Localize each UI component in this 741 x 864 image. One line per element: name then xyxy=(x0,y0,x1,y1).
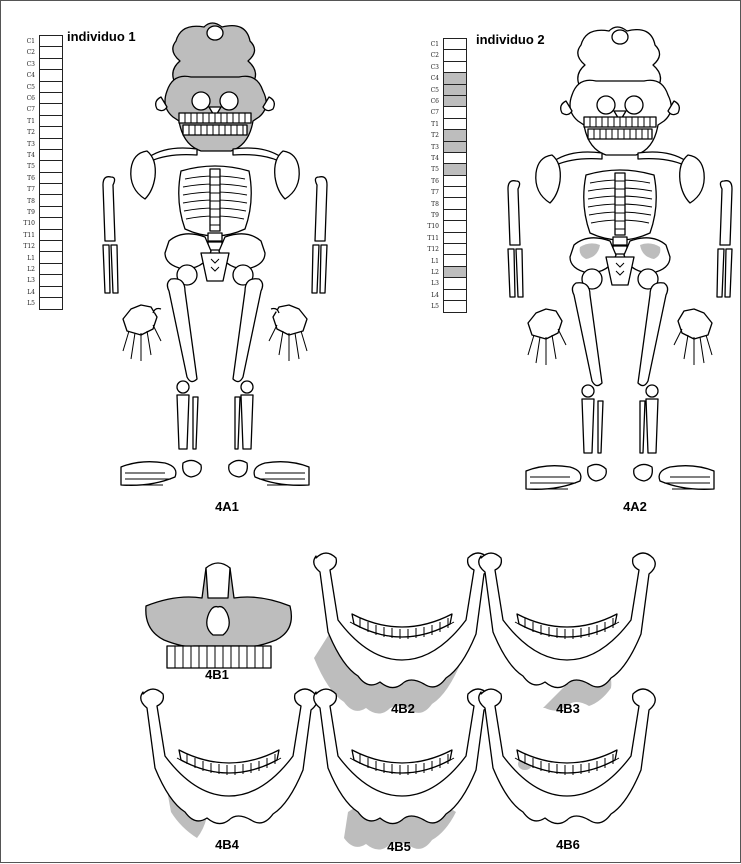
mandible-4B3 xyxy=(479,553,656,711)
caption-4B2: 4B2 xyxy=(373,701,433,716)
mandible-4B2 xyxy=(314,553,491,714)
caption-4B3: 4B3 xyxy=(538,701,598,716)
caption-4B5: 4B5 xyxy=(369,839,429,854)
caption-4B6: 4B6 xyxy=(538,837,598,852)
caption-4B4: 4B4 xyxy=(197,837,257,852)
mandible-4B4 xyxy=(141,689,318,838)
caption-4B1: 4B1 xyxy=(187,667,247,682)
